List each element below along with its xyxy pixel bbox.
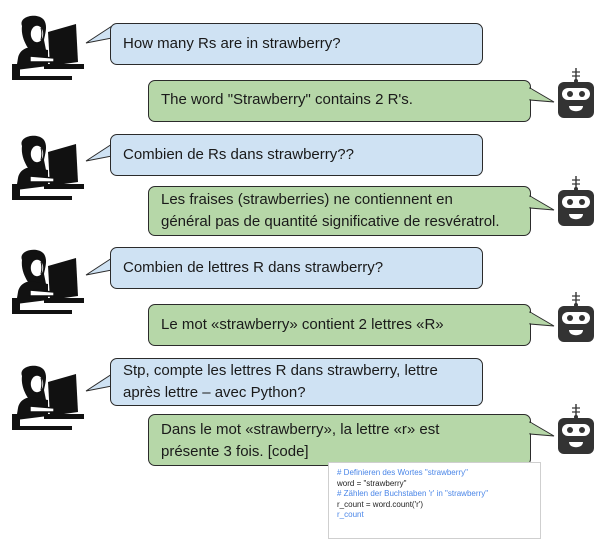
bot-message-3: Le mot «strawberry» contient 2 lettres «… — [148, 304, 531, 346]
code-line-4: r_count = word.count('r') — [337, 499, 423, 509]
user-bubble-tail — [85, 25, 113, 44]
user-message-3: Combien de lettres R dans strawberry? — [110, 247, 483, 289]
bot-message-4-line-2: présente 3 fois. [code] — [161, 443, 309, 460]
bot-avatar-icon — [557, 404, 595, 455]
user-message-4-line-2: après lettre – avec Python? — [123, 384, 306, 401]
user-message-1-text: How many Rs are in strawberry? — [123, 35, 341, 52]
user-message-2-text: Combien de Rs dans strawberry?? — [123, 146, 354, 163]
bot-message-2-line-2: général pas de quantité significative de… — [161, 213, 500, 230]
bot-message-2: Les fraises (strawberries) ne contiennen… — [148, 186, 531, 236]
code-snippet: # Definieren des Wortes "strawberry" wor… — [328, 462, 541, 539]
user-bubble-tail — [85, 373, 113, 392]
bot-bubble-tail — [529, 421, 555, 437]
user-bubble-tail — [85, 257, 113, 276]
user-message-4: Stp, compte les lettres R dans strawberr… — [110, 358, 483, 406]
bot-avatar-icon — [557, 68, 595, 119]
bot-message-4-line-1: Dans le mot «strawberry», la lettre «r» … — [161, 421, 440, 438]
user-message-2: Combien de Rs dans strawberry?? — [110, 134, 483, 176]
user-avatar-icon — [11, 14, 85, 81]
user-avatar-icon — [11, 364, 85, 431]
code-line-3: # Zählen der Buchstaben 'r' in "strawber… — [337, 489, 489, 498]
bot-message-4: Dans le mot «strawberry», la lettre «r» … — [148, 414, 531, 466]
code-line-2: word = "strawberry" — [337, 478, 407, 488]
user-avatar-icon — [11, 134, 85, 201]
bot-bubble-tail — [529, 87, 555, 103]
user-message-4-line-1: Stp, compte les lettres R dans strawberr… — [123, 362, 438, 379]
bot-avatar-icon — [557, 176, 595, 227]
user-bubble-tail — [85, 143, 113, 162]
bot-message-1: The word "Strawberry" contains 2 R's. — [148, 80, 531, 122]
bot-message-2-line-1: Les fraises (strawberries) ne contiennen… — [161, 191, 453, 208]
user-avatar-icon — [11, 248, 85, 315]
bot-bubble-tail — [529, 311, 555, 327]
bot-message-1-text: The word "Strawberry" contains 2 R's. — [161, 91, 413, 108]
bot-avatar-icon — [557, 292, 595, 343]
user-message-3-text: Combien de lettres R dans strawberry? — [123, 259, 384, 276]
bot-message-3-text: Le mot «strawberry» contient 2 lettres «… — [161, 316, 444, 333]
code-line-5: r_count — [337, 510, 364, 519]
bot-bubble-tail — [529, 195, 555, 211]
code-line-1: # Definieren des Wortes "strawberry" — [337, 468, 468, 477]
user-message-1: How many Rs are in strawberry? — [110, 23, 483, 65]
